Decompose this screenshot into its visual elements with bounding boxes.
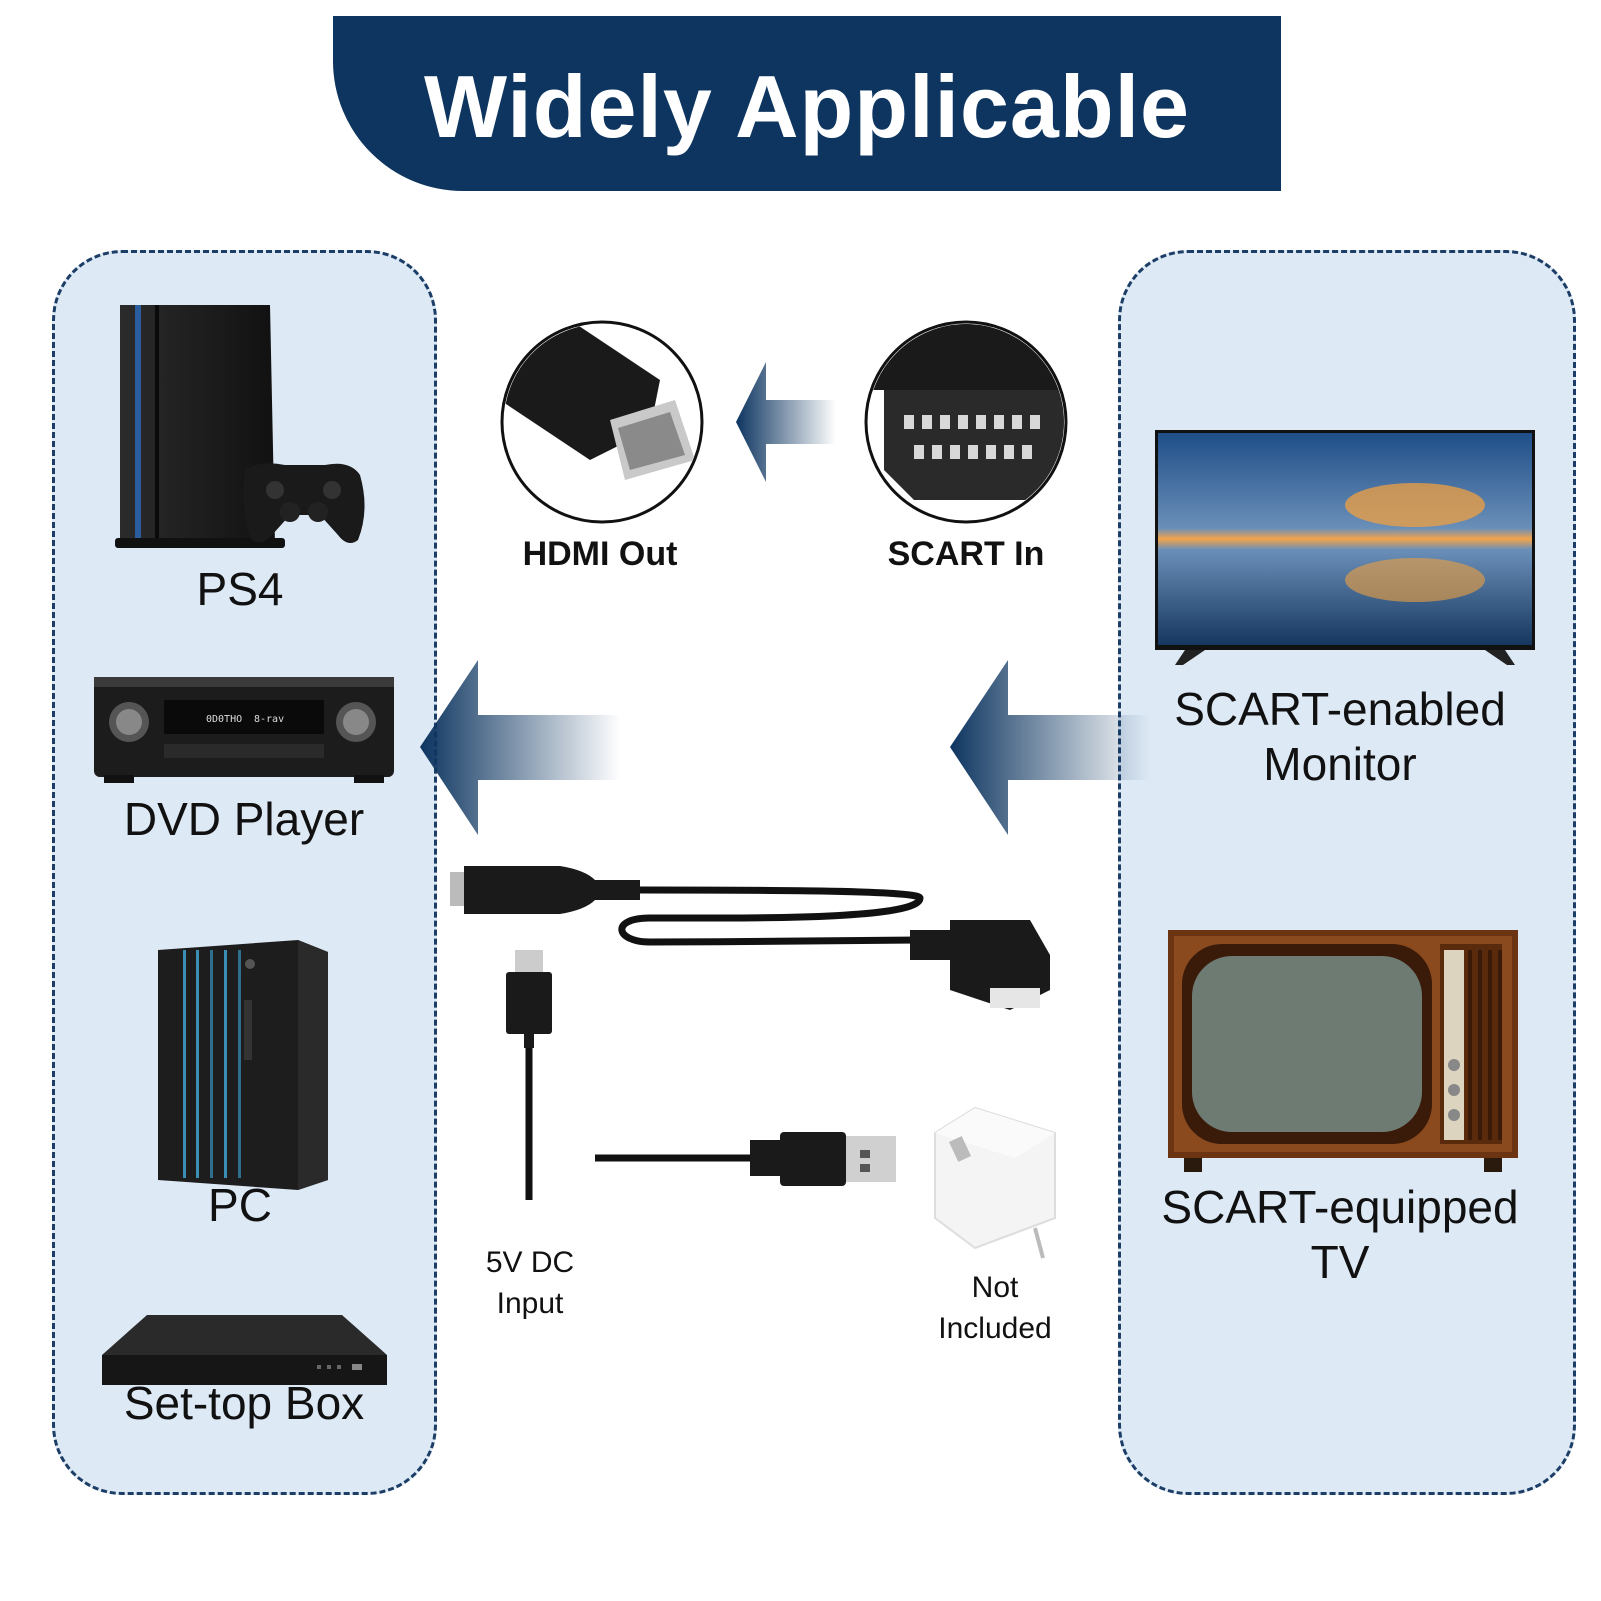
set-top-box-icon <box>102 1315 387 1385</box>
converter-cable-icon <box>450 866 1050 1200</box>
svg-text:8-rav: 8-rav <box>254 714 284 725</box>
arrow-left-icon <box>950 660 1150 835</box>
usb-power-adapter-icon <box>934 1106 1056 1259</box>
game-console-icon <box>115 305 365 548</box>
scart-connector-icon <box>864 320 1068 524</box>
flat-tv-icon <box>1155 430 1535 665</box>
source-label-pc: PC <box>208 1179 272 1231</box>
retro-tv-icon <box>1168 930 1518 1172</box>
target-label-scart-tv: SCART-equipped TV <box>1161 1181 1519 1289</box>
hdmi-connector-icon <box>500 320 704 524</box>
small-arrow-left-icon <box>736 362 836 482</box>
page-title: Widely Applicable <box>424 57 1190 156</box>
av-receiver-icon: 0D0THO 8-rav <box>94 677 394 783</box>
svg-text:0D0THO: 0D0THO <box>206 714 242 725</box>
source-label-ps4: PS4 <box>196 563 284 615</box>
arrow-left-icon <box>420 660 620 835</box>
desktop-tower-icon <box>158 940 328 1190</box>
target-label-scart-monitor: SCART-enabled Monitor <box>1174 683 1506 791</box>
power-input-label: 5V DC Input <box>485 1246 575 1320</box>
adapter-not-included-label: Not Included <box>938 1271 1052 1345</box>
title-banner: Widely Applicable <box>333 16 1281 191</box>
scart-in-label: SCART In <box>887 535 1045 573</box>
source-label-dvd-player: DVD Player <box>123 793 365 845</box>
source-label-set-top-box: Set-top Box <box>123 1377 365 1429</box>
hdmi-out-label: HDMI Out <box>522 535 678 573</box>
